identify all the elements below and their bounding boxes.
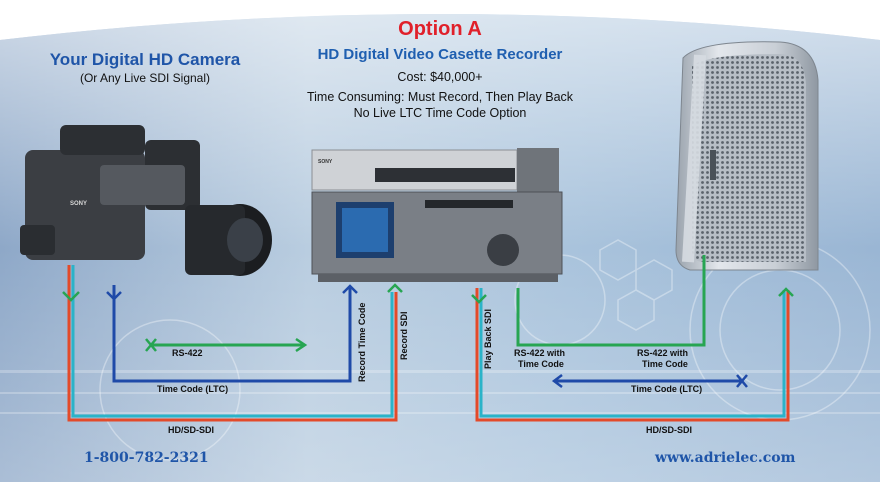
time-code-left-cable (106, 284, 358, 383)
camera-title: Your Digital HD Camera (49, 50, 241, 69)
website-link[interactable]: www.adrielec.com (655, 450, 796, 466)
label-record-time-code: Record Time Code (357, 302, 367, 382)
vtr-deck-illustration: SONY (311, 148, 563, 282)
note-time-consuming: Time Consuming: Must Record, Then Play B… (306, 90, 574, 104)
label-record-sdi: Record SDI (399, 311, 409, 360)
rs422-right-cable (516, 255, 706, 347)
label-time-code-left: Time Code (LTC) (157, 384, 229, 394)
option-title: Option A (398, 18, 482, 40)
computer-illustration (675, 41, 819, 271)
label-time-code-right: Time Code (LTC) (631, 384, 703, 394)
note-no-ltc: No Live LTC Time Code Option (353, 106, 527, 120)
label-rs422-with-tc-left-1: RS-422 with (514, 348, 566, 358)
svg-text:SONY: SONY (318, 159, 333, 165)
camera-subtitle: (Or Any Live SDI Signal) (79, 71, 211, 85)
svg-text:SONY: SONY (70, 201, 87, 207)
cost-text: Cost: $40,000+ (397, 70, 483, 84)
label-rs422-with-tc-right-1: RS-422 with (637, 348, 689, 358)
label-play-back-sdi: Play Back SDI (483, 308, 493, 369)
time-code-right-cable (551, 374, 748, 388)
phone-number: 1-800-782-2321 (84, 450, 209, 466)
recorder-title: HD Digital Video Casette Recorder (317, 46, 563, 63)
hdsdi-left-cable (62, 265, 403, 422)
label-rs422-with-tc-left-2: Time Code (518, 359, 564, 369)
label-rs422-with-tc-right-2: Time Code (642, 359, 688, 369)
label-hdsdi-right: HD/SD-SDI (646, 425, 693, 435)
camera-illustration: SONY (20, 125, 272, 276)
label-rs422: RS-422 (172, 348, 203, 358)
label-hdsdi-left: HD/SD-SDI (168, 425, 215, 435)
hdsdi-right-cable (471, 287, 794, 422)
rs422-left-cable (145, 337, 308, 353)
